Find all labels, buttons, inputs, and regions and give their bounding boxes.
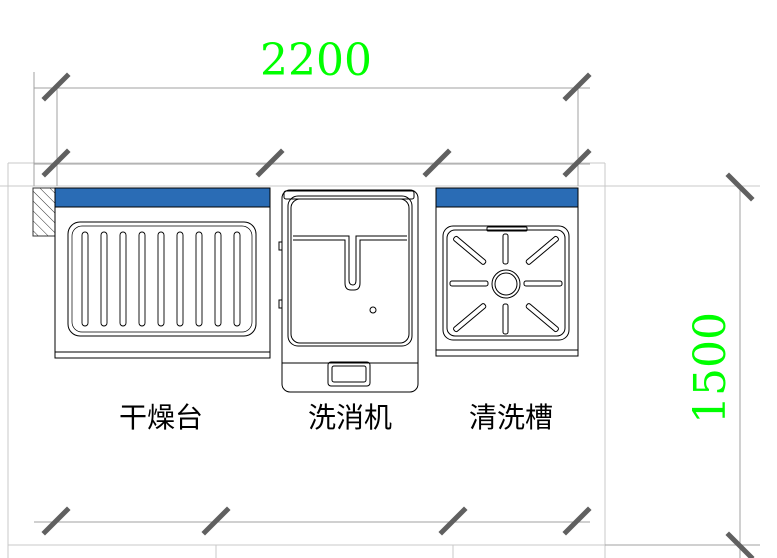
drying-table-counter [54,187,271,208]
dimension-width-label: 2200 [260,35,372,86]
tick-mark [725,531,755,558]
tick-mark [562,148,592,178]
dishwasher [278,189,419,393]
dishwasher-handle [327,361,371,387]
dimension-lines [33,72,760,558]
drying-table [54,187,271,359]
drying-grooves [81,231,241,327]
tick-mark [562,506,592,536]
tick-mark [41,148,71,178]
dimension-depth-label: 1500 [685,312,736,424]
tick-mark [438,506,468,536]
tick-mark [562,72,592,102]
wall-hatch [32,187,56,237]
label-dishwasher: 洗消机 [308,401,392,434]
room-boundary [0,162,760,558]
tick-mark [422,148,452,178]
sink [435,187,579,357]
drying-board [67,221,257,337]
sink-basin [442,225,570,341]
tick-mark [41,506,71,536]
tick-mark [201,506,231,536]
dimension-tick-marks [41,72,755,558]
tick-mark [255,148,285,178]
sink-counter [435,187,579,208]
tick-mark [41,72,71,102]
label-sink: 清洗槽 [469,401,553,434]
sink-drain [491,269,521,299]
tick-mark [725,172,755,202]
label-drying-table: 干燥台 [119,401,203,434]
